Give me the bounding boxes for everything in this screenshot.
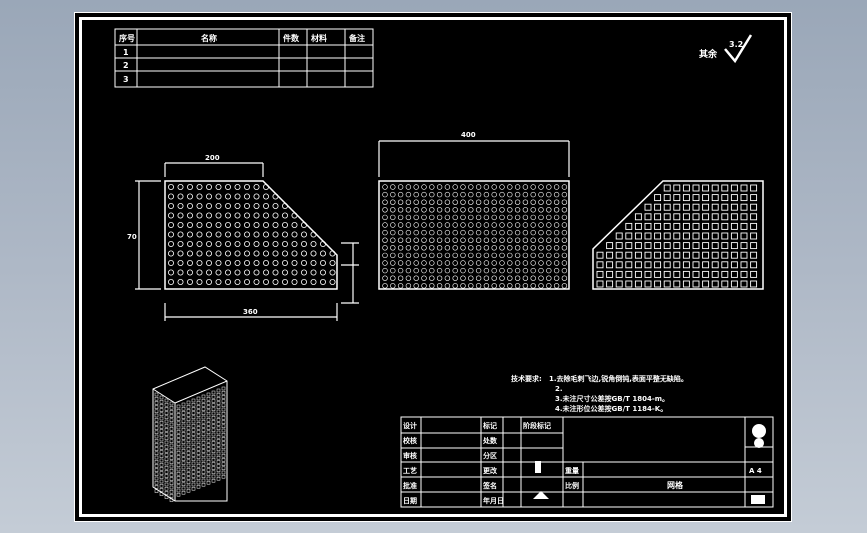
tb-sheet-size: A 4 [749,467,762,475]
drawing-viewport[interactable]: 序号 名称 件数 材料 备注 1 2 3 其余 3.2 [74,12,792,522]
front-view-dimensions [135,162,359,321]
tb-label-check: 校核 [403,436,417,445]
front-view: 200 360 70 [127,154,359,321]
dim-front-left: 70 [127,233,137,241]
dim-front-top: 200 [205,154,220,162]
parts-list-header-note: 备注 [348,33,365,43]
parts-list-header-qty: 件数 [283,33,300,43]
top-view-dimensions [378,140,570,177]
tech-req-title: 技术要求: [511,374,542,383]
arrow-icon [533,491,549,499]
tb-label-approve: 批准 [403,481,417,490]
tb-mid-change: 更改 [483,466,498,475]
isometric-view [152,366,228,502]
parts-list-row-3: 3 [123,75,129,84]
parts-list-row-1: 1 [123,48,129,57]
parts-list-header-material: 材料 [311,33,327,43]
title-block-logos [533,424,766,504]
tb-mid-count: 处数 [482,436,498,445]
roughness-label: 其余 [699,48,718,60]
technical-requirements: 技术要求: 1.去除毛刺飞边,锐角倒钝,表面平整无缺陷。 2. 3.未注尺寸公差… [511,374,688,413]
tb-mid-zone: 分区 [483,451,497,460]
tb-label-date: 日期 [403,496,417,505]
tb-stage-label: 阶段标记 [523,421,551,430]
tb-mid-ymd: 年月日 [483,496,504,505]
tb-part-name: 网格 [667,480,684,490]
dim-top-width: 400 [461,131,476,139]
parts-list-header-index: 序号 [119,33,135,43]
projection-symbol-icon [752,424,766,438]
roughness-symbol-icon [724,34,753,64]
tb-mid-sign: 签名 [482,481,497,490]
title-block [400,416,774,508]
mark-icon [535,461,541,473]
company-logo-icon [754,438,764,448]
roughness-value: 3.2 [729,40,743,49]
stamp-icon [751,495,765,504]
tech-req-line-4: 4.未注形位公差按GB/T 1184-K。 [555,404,667,413]
tb-label-review: 审核 [403,451,417,460]
tech-req-line-1: 1.去除毛刺飞边,锐角倒钝,表面平整无缺陷。 [549,374,688,383]
tech-req-line-2: 2. [555,385,563,393]
tech-req-line-3: 3.未注尺寸公差按GB/T 1804-m。 [555,394,669,403]
roughness-note: 其余 3.2 [699,34,753,64]
tb-weight-label: 重量 [565,466,579,475]
top-view: 400 [378,131,570,290]
parts-list [114,28,374,88]
side-view [592,180,764,290]
tb-label-process: 工艺 [403,466,417,475]
cad-drawing: 序号 名称 件数 材料 备注 1 2 3 其余 3.2 [114,28,774,508]
parts-list-row-2: 2 [123,61,129,70]
dim-front-bottom: 360 [243,308,258,316]
tb-label-design: 设计 [403,421,417,430]
tb-ratio-label: 比例 [565,481,579,490]
tb-mid-mark: 标记 [482,421,497,430]
parts-list-header-name: 名称 [201,33,217,43]
drawing-border [79,17,787,517]
